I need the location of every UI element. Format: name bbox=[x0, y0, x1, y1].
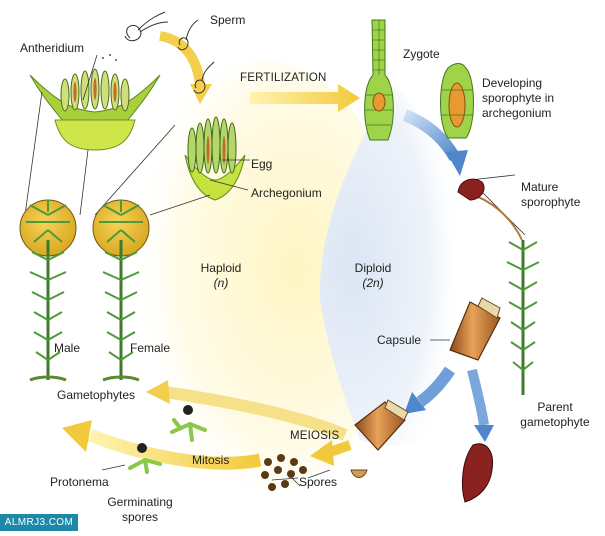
label-developing-line2: sporophyte in bbox=[482, 91, 555, 105]
label-mature-line2: sporophyte bbox=[521, 195, 581, 209]
label-meiosis: MEIOSIS bbox=[290, 430, 340, 442]
label-zygote: Zygote bbox=[403, 47, 440, 61]
label-gametophytes: Gametophytes bbox=[57, 388, 136, 402]
protonema-illustration bbox=[128, 418, 207, 474]
label-diploid-n: (2n) bbox=[362, 276, 384, 290]
label-male: Male bbox=[54, 341, 81, 355]
label-germinating-line2: spores bbox=[121, 510, 159, 524]
label-haploid-n: (n) bbox=[213, 276, 229, 290]
sperm-dots bbox=[102, 54, 117, 61]
mature-capsule-illustration bbox=[461, 443, 494, 503]
meiosis-arrow bbox=[328, 440, 352, 457]
zygote-arrow-head bbox=[446, 150, 468, 176]
zygote-illustration bbox=[364, 19, 394, 141]
developing-sporophyte-illustration bbox=[440, 63, 474, 139]
label-diploid: Diploid bbox=[354, 261, 392, 275]
gametophyte-arrow bbox=[164, 386, 348, 441]
fertilization-arrow bbox=[250, 84, 360, 112]
label-capsule: Capsule bbox=[377, 333, 422, 347]
germinating-spore-dot-2 bbox=[137, 443, 147, 453]
label-sperm: Sperm bbox=[210, 13, 246, 27]
label-spores: Spores bbox=[299, 475, 338, 489]
label-germinating-line1: Germinating bbox=[107, 495, 173, 509]
sperm-arrow-head bbox=[190, 84, 212, 104]
capsule-down-arrow bbox=[467, 368, 489, 426]
mature-sporophyte-illustration bbox=[457, 178, 540, 395]
germinating-spore-dot bbox=[183, 405, 193, 415]
male-gametophyte-plant bbox=[19, 199, 77, 382]
capsule-arrow bbox=[416, 366, 455, 407]
watermark: ALMRJ3.COM bbox=[0, 514, 78, 531]
antheridium-illustration bbox=[29, 68, 161, 151]
label-egg: Egg bbox=[251, 157, 273, 171]
sperm-arrow bbox=[158, 31, 205, 87]
spores-illustration bbox=[261, 454, 307, 491]
mitosis-arrow-head bbox=[62, 420, 92, 452]
label-parent-line2: gametophyte bbox=[520, 415, 590, 429]
label-parent-line1: Parent bbox=[537, 400, 573, 414]
label-mature-line1: Mature bbox=[521, 180, 559, 194]
label-mitosis: Mitosis bbox=[192, 453, 230, 467]
diploid-zone bbox=[319, 85, 481, 446]
female-gametophyte-plant bbox=[92, 199, 150, 382]
small-capsule-icon bbox=[350, 469, 368, 478]
sperm-illustration bbox=[124, 11, 215, 94]
label-developing-line3: archegonium bbox=[482, 106, 552, 120]
label-protonema: Protonema bbox=[50, 475, 109, 489]
label-archegonium: Archegonium bbox=[251, 186, 322, 200]
label-fertilization: FERTILIZATION bbox=[240, 72, 327, 84]
label-female: Female bbox=[130, 341, 171, 355]
capsule-down-arrow-head bbox=[474, 425, 494, 442]
meiosis-arrow-head bbox=[310, 440, 334, 466]
mitosis-arrow bbox=[87, 428, 262, 470]
archegonium-illustration bbox=[184, 116, 246, 201]
label-antheridium: Antheridium bbox=[20, 41, 85, 55]
label-developing-line1: Developing bbox=[482, 76, 543, 90]
open-capsule-illustration bbox=[354, 399, 409, 451]
capsule-arrow-head bbox=[404, 392, 426, 414]
capsule-illustration bbox=[449, 297, 501, 361]
label-haploid: Haploid bbox=[200, 261, 242, 275]
gametophyte-arrow-head bbox=[146, 380, 170, 404]
